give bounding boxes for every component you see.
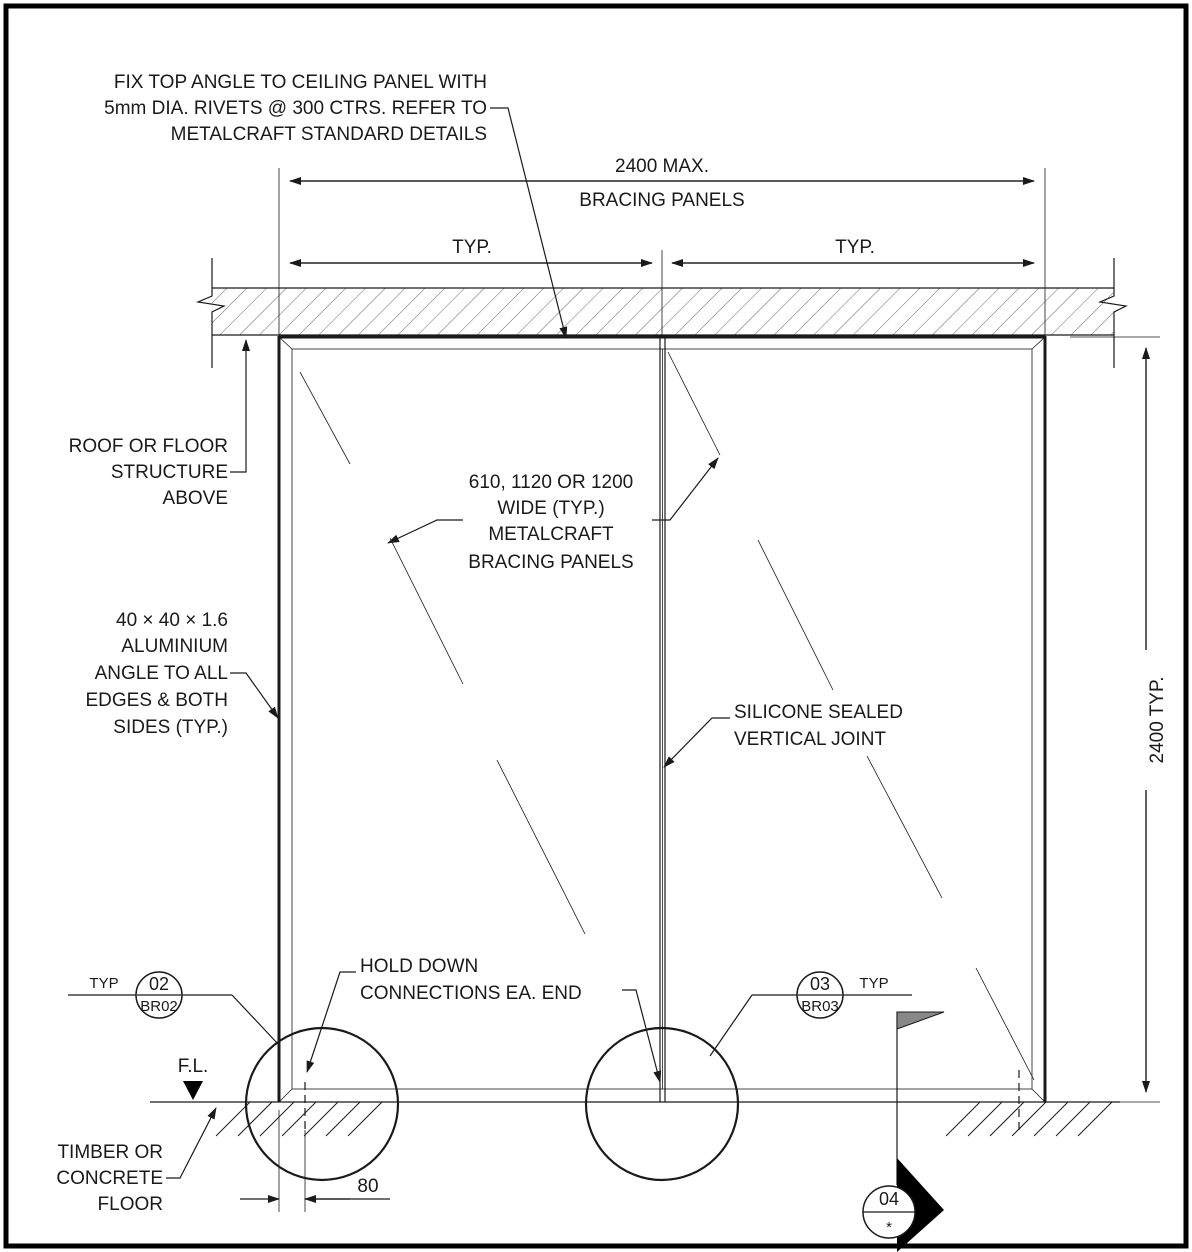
detail-ref-right: TYP 03 BR03 (709, 971, 912, 1057)
floor-hatch-stroke (325, 1101, 361, 1137)
roof-structure (195, 258, 1128, 368)
dimension-height: 2400 TYP. (1070, 336, 1168, 1103)
note-aluminium-angle: 40 × 40 × 1.6 ALUMINIUM ANGLE TO ALL EDG… (85, 610, 279, 738)
dimension-edge-offset-value: 80 (357, 1176, 378, 1197)
floor-hatch-stroke (1077, 1101, 1113, 1137)
note-top-angle: FIX TOP ANGLE TO CEILING PANEL WITH 5mm … (104, 72, 568, 339)
floor-structure (150, 1101, 1120, 1137)
dimension-edge-offset: 80 (240, 1110, 390, 1212)
panel-frame (277, 335, 1047, 1103)
svg-text:TIMBER OR: TIMBER OR (57, 1142, 163, 1163)
svg-text:TYP: TYP (89, 975, 118, 992)
floor-hatch-stroke (237, 1101, 273, 1137)
panel-reflection-lines (299, 351, 1035, 1081)
svg-text:VERTICAL JOINT: VERTICAL JOINT (734, 729, 886, 750)
svg-text:ANGLE TO ALL: ANGLE TO ALL (95, 663, 228, 684)
note-silicone-joint: SILICONE SEALED VERTICAL JOINT (663, 702, 903, 768)
svg-text:EDGES & BOTH: EDGES & BOTH (85, 690, 228, 711)
svg-text:WIDE (TYP.): WIDE (TYP.) (497, 498, 604, 519)
svg-text:METALCRAFT STANDARD DETAILS: METALCRAFT STANDARD DETAILS (171, 124, 487, 145)
svg-text:STRUCTURE: STRUCTURE (111, 462, 228, 483)
svg-text:SILICONE SEALED: SILICONE SEALED (734, 702, 903, 723)
floor-hatch-stroke (1011, 1101, 1047, 1137)
svg-text:FIX TOP ANGLE TO CEILING PANEL: FIX TOP ANGLE TO CEILING PANEL WITH (114, 72, 487, 93)
floor-hatch-stroke (303, 1101, 339, 1137)
sheet-border (3, 3, 1189, 1249)
svg-text:*: * (886, 1219, 892, 1236)
floor-hatch-stroke (259, 1101, 295, 1137)
vertical-joint (659, 337, 666, 1102)
detail-ref-left: TYP 02 BR02 (68, 971, 279, 1045)
dimension-panel-widths: TYP. TYP. (289, 237, 1035, 336)
svg-text:CONCRETE: CONCRETE (56, 1168, 163, 1189)
svg-text:02: 02 (149, 974, 169, 994)
floor-hatch-stroke (281, 1101, 317, 1137)
floor-hatch-stroke (215, 1101, 251, 1137)
svg-text:HOLD DOWN: HOLD DOWN (360, 956, 478, 977)
dimension-overall-value: 2400 MAX. (615, 156, 709, 177)
svg-text:F.L.: F.L. (178, 1056, 209, 1077)
svg-text:40 × 40 × 1.6: 40 × 40 × 1.6 (116, 610, 228, 631)
dimension-height-value: 2400 TYP. (1147, 677, 1168, 764)
floor-hatch-stroke (945, 1101, 981, 1137)
svg-text:FLOOR: FLOOR (98, 1194, 163, 1215)
section-marker: 04 * (862, 1011, 945, 1252)
svg-text:SIDES (TYP.): SIDES (TYP.) (113, 717, 228, 738)
svg-text:ROOF OR FLOOR: ROOF OR FLOOR (69, 436, 228, 457)
svg-text:BR02: BR02 (140, 998, 178, 1015)
note-floor: TIMBER OR CONCRETE FLOOR (56, 1107, 217, 1215)
floor-hatch-stroke (967, 1101, 1003, 1137)
dimension-overall-width: 2400 MAX. BRACING PANELS (278, 156, 1046, 336)
dimension-overall-label: BRACING PANELS (579, 190, 744, 211)
dimension-left-typ: TYP. (452, 237, 492, 258)
note-hold-down: HOLD DOWN CONNECTIONS EA. END (306, 956, 662, 1083)
note-panel-width: 610, 1120 OR 1200 WIDE (TYP.) METALCRAFT… (387, 457, 719, 573)
svg-text:5mm DIA. RIVETS @ 300 CTRS. RE: 5mm DIA. RIVETS @ 300 CTRS. REFER TO (104, 98, 487, 119)
svg-text:TYP: TYP (859, 975, 888, 992)
floor-hatch-stroke (989, 1101, 1025, 1137)
svg-text:ABOVE: ABOVE (163, 488, 228, 509)
svg-text:03: 03 (810, 974, 830, 994)
floor-hatch-stroke (1055, 1101, 1091, 1137)
svg-text:ALUMINIUM: ALUMINIUM (121, 636, 228, 657)
svg-text:BRACING PANELS: BRACING PANELS (468, 552, 633, 573)
floor-hatch-stroke (347, 1101, 383, 1137)
note-roof-structure: ROOF OR FLOOR STRUCTURE ABOVE (69, 339, 250, 509)
floor-level-mark: F.L. (178, 1056, 209, 1100)
svg-text:CONNECTIONS EA. END: CONNECTIONS EA. END (360, 983, 582, 1004)
detail-circle-center (584, 1026, 740, 1182)
dimension-right-typ: TYP. (835, 237, 875, 258)
svg-text:04: 04 (879, 1189, 899, 1209)
svg-text:610, 1120 OR 1200: 610, 1120 OR 1200 (469, 472, 633, 493)
detail-circle-left (244, 1026, 400, 1182)
svg-text:METALCRAFT: METALCRAFT (488, 524, 614, 545)
floor-hatch-stroke (1033, 1101, 1069, 1137)
svg-text:BR03: BR03 (801, 998, 839, 1015)
